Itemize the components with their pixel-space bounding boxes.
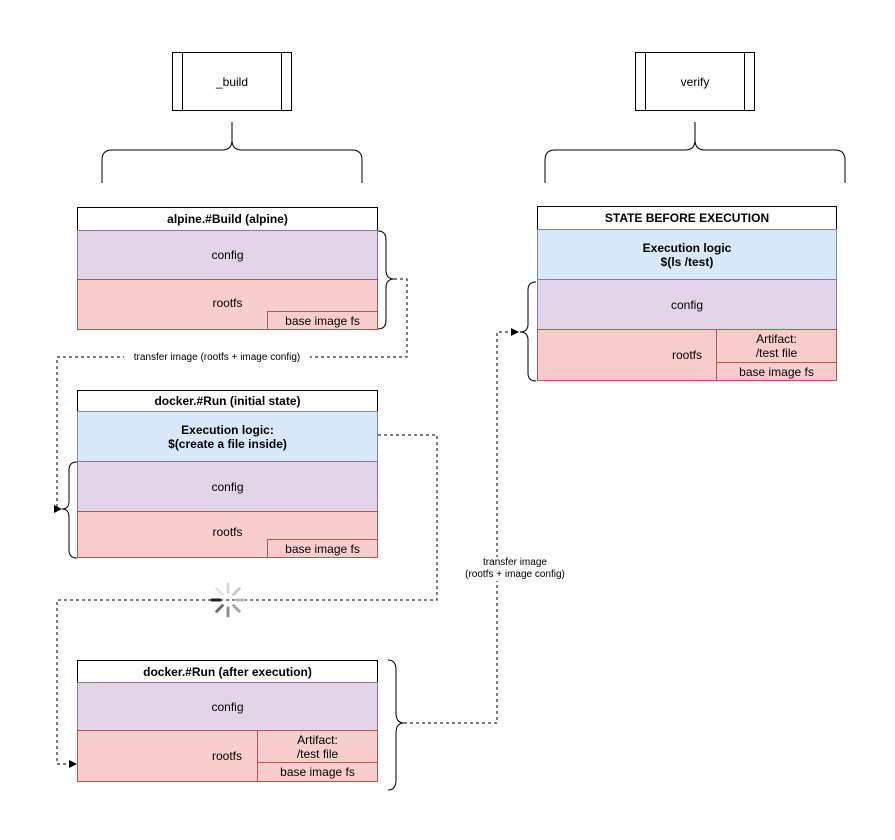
edge-label-transfer-2: transfer image (rootfs + image config): [452, 557, 578, 581]
state-before-exec: Execution logic $(ls /test): [537, 229, 837, 280]
edge-exec-result: [56, 434, 438, 768]
run-after-title: docker.#Run (after execution): [77, 660, 378, 683]
brace-alpine-build: [377, 230, 395, 330]
alpine-build-config: config: [77, 230, 378, 280]
run-initial-title: docker.#Run (initial state): [77, 390, 378, 412]
process-build: _build: [172, 52, 292, 111]
brace-run-after: [387, 659, 405, 791]
brace-verify: [544, 122, 846, 183]
edge-transfer-2: [404, 328, 519, 724]
state-before-config: config: [537, 279, 837, 330]
state-before-base-fs: base image fs: [716, 362, 837, 381]
run-after-base-fs: base image fs: [257, 762, 378, 782]
state-before-title: STATE BEFORE EXECUTION: [537, 206, 837, 230]
spinner-icon: [210, 582, 246, 618]
run-initial-config: config: [77, 461, 378, 512]
alpine-build-title: alpine.#Build (alpine): [77, 207, 378, 231]
run-after-config: config: [77, 682, 378, 731]
brace-state-before: [519, 281, 537, 382]
brace-build: [101, 122, 363, 183]
edge-label-transfer-1: transfer image (rootfs + image config): [124, 352, 310, 364]
process-verify: verify: [635, 52, 755, 111]
state-before-artifact: Artifact: /test file: [716, 329, 837, 363]
brace-run-initial: [61, 461, 78, 559]
run-initial-exec: Execution logic: $(create a file inside): [77, 411, 378, 462]
alpine-build-base-fs: base image fs: [267, 311, 378, 330]
run-after-artifact: Artifact: /test file: [257, 730, 378, 763]
rootfs-label: rootfs: [212, 295, 243, 310]
run-initial-base-fs: base image fs: [267, 539, 378, 558]
